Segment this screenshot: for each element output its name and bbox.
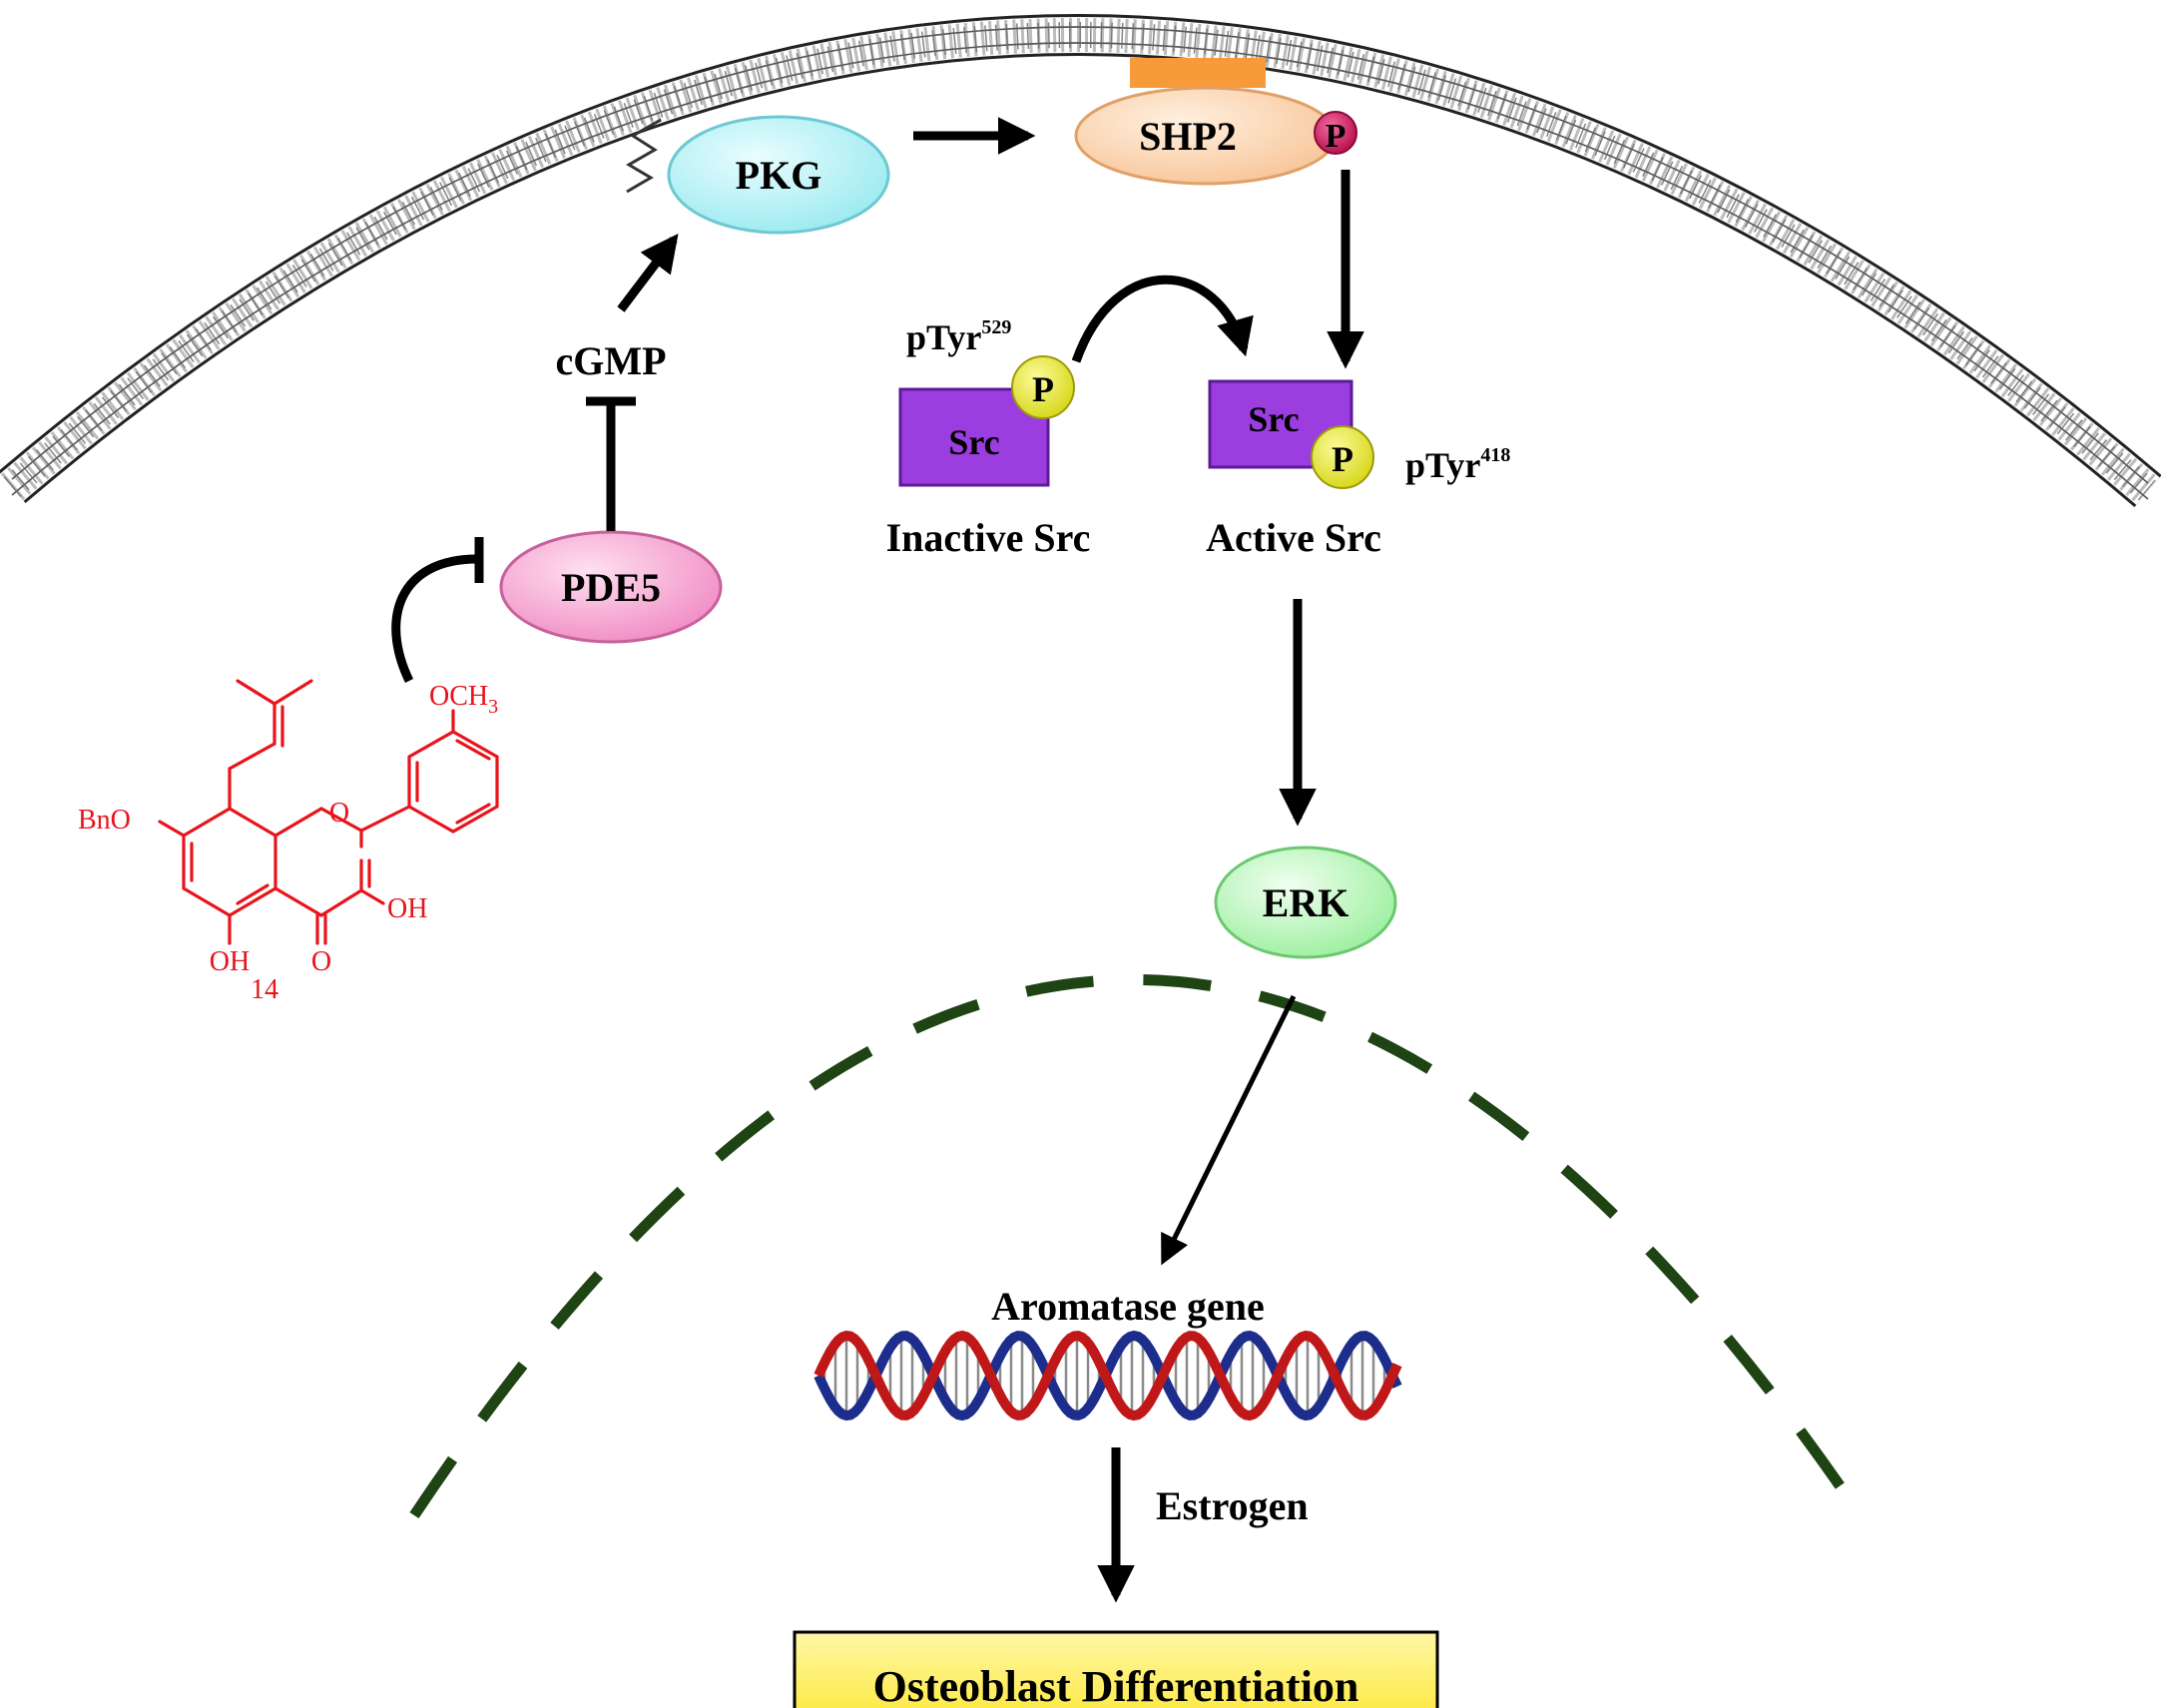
shp2-phospho-site (1314, 111, 1357, 155)
inactive-src-phospho-label: P (1032, 369, 1054, 409)
compound-3-oh: OH (387, 893, 427, 924)
osteoblast-box (793, 1630, 1439, 1708)
erk-node (1214, 846, 1397, 959)
dna-helix (813, 1330, 1402, 1422)
pkg-label: PKG (736, 153, 822, 198)
compound-ring-o: O (329, 798, 349, 829)
compound-number: 14 (251, 974, 278, 1005)
shp2-membrane-anchor (1130, 58, 1266, 88)
aromatase-gene-label: Aromatase gene (991, 1284, 1265, 1329)
inactive-src-label: Src (948, 422, 999, 462)
active-src-phospho-site (1311, 425, 1374, 489)
dna-strand-red (813, 1330, 1402, 1422)
ptyr418-label: pTyr418 (1405, 444, 1510, 485)
osteoblast-label: Osteoblast Differentiation (873, 1662, 1359, 1708)
arrow-erk-to-gene (1161, 994, 1297, 1266)
ptyr529-label: pTyr529 (906, 316, 1011, 357)
compound-5-oh: OH (210, 946, 250, 977)
shp2-phospho-label: P (1326, 118, 1347, 155)
inhibit-pde5-cgmp (586, 396, 636, 531)
compound-bno: BnO (78, 805, 131, 836)
active-src-phospho-label: P (1332, 439, 1353, 479)
compound-och3: OCH3 (429, 681, 498, 718)
pkg-lipid-anchor (626, 118, 662, 194)
arrow-src-activation (1071, 275, 1254, 363)
arrow-cgmp-to-pkg (617, 233, 679, 312)
inactive-src-caption: Inactive Src (886, 515, 1091, 560)
active-src-label: Src (1248, 399, 1299, 439)
pde5-node (499, 530, 723, 644)
active-src-caption: Active Src (1206, 515, 1381, 560)
inhibit-compound-pde5 (391, 537, 484, 683)
erk-label: ERK (1263, 880, 1350, 925)
shp2-label: SHP2 (1139, 114, 1237, 159)
pde5-label: PDE5 (561, 565, 661, 610)
pkg-node (667, 115, 890, 235)
compound-14-structure (158, 679, 499, 945)
cgmp-label: cGMP (555, 338, 666, 383)
estrogen-label: Estrogen (1156, 1483, 1309, 1528)
nucleus-envelope (409, 974, 1852, 1519)
compound-carbonyl-o: O (311, 946, 331, 977)
inactive-src-phospho-site (1011, 355, 1075, 419)
cell-membrane (0, 14, 2161, 507)
